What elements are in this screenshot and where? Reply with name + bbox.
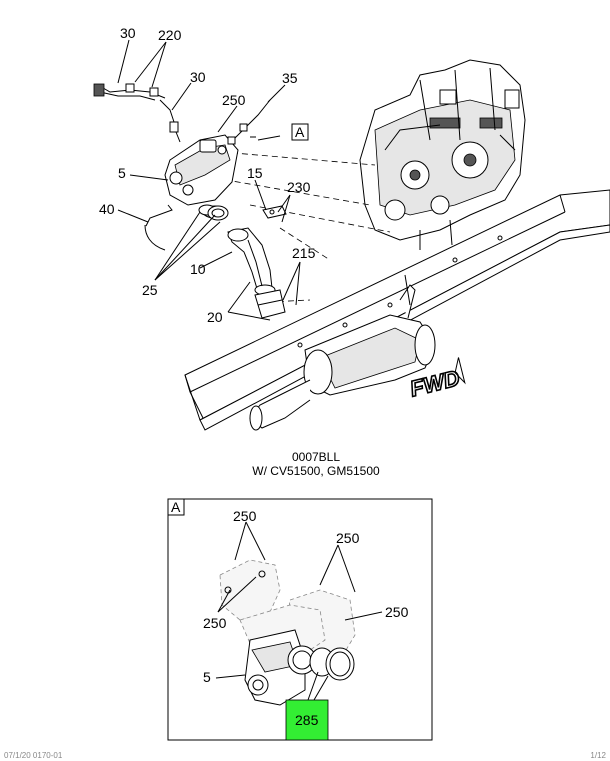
sensor-harness[interactable] [93,83,181,143]
exhaust-pipe[interactable] [227,227,276,296]
detail-leader-lines [215,521,383,701]
callout-30-sensor-lead: 30 [190,69,206,85]
callout-215: 215 [292,245,316,261]
callout-250: 250 [222,92,246,108]
callout-230: 230 [287,179,311,195]
application-note: W/ CV51500, GM51500 [252,464,380,478]
leader-lines [117,39,301,321]
callout-10: 10 [190,261,206,277]
mounting-bracket[interactable] [262,205,287,219]
detail-callout-250-left: 250 [203,615,227,631]
retaining-strap[interactable] [144,224,166,251]
detail-callout-250-right: 250 [385,604,409,620]
frame-rail [184,189,610,431]
aftertreatment-canister [249,274,436,431]
detail-callout-250-right-upper: 250 [336,530,360,546]
callout-15: 15 [247,165,263,181]
highlighted-part-285[interactable] [285,699,329,741]
callout-25: 25 [142,282,158,298]
detail-a-reference[interactable] [291,123,309,141]
callout-40: 40 [99,201,115,217]
callout-35: 35 [282,70,298,86]
callout-5: 5 [118,165,126,181]
detail-a-ref-label: A [295,124,305,140]
engine-assembly [359,59,526,250]
pipe-clamp[interactable] [254,289,286,319]
gasket-clamp-set[interactable] [198,204,229,221]
footer-left: 07/1/20 0170-01 [4,751,63,760]
gasket-285[interactable] [287,645,355,681]
detail-a-tag-label: A [171,499,181,515]
callout-20: 20 [207,309,223,325]
callout-30-harness: 30 [120,25,136,41]
detail-callout-250-top: 250 [233,508,257,524]
detail-callout-285: 285 [295,712,319,728]
dpf-assembly[interactable] [164,134,239,219]
dpf-canister-detail[interactable] [244,629,306,706]
detail-callout-5: 5 [203,669,211,685]
detail-a-tag [167,498,185,516]
callout-220: 220 [158,27,182,43]
footer-right: 1/12 [590,751,606,760]
diagram-code: 0007BLL [292,450,340,464]
temperature-sensor[interactable] [227,99,271,145]
